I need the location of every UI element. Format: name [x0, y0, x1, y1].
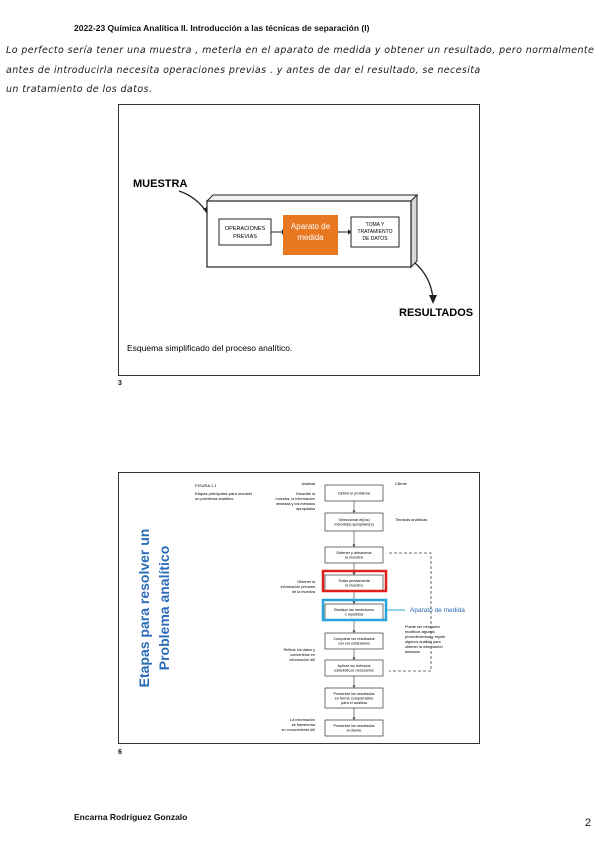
step-label: la muestra	[345, 556, 364, 560]
right-note: deseada	[405, 650, 420, 654]
right-note: modificar algunos	[405, 630, 435, 634]
tratamiento-label: TRATAMIENTO	[358, 229, 393, 235]
resultados-arrowhead	[429, 295, 437, 304]
step-label: Presentar los resultados	[334, 692, 375, 696]
left-note: Refinar los datos y	[284, 648, 316, 652]
step-arrowhead	[352, 685, 356, 688]
aparato-label-1: Aparato de	[291, 222, 331, 231]
operaciones-label: OPERACIONES	[225, 226, 266, 232]
left-note: Analista	[301, 482, 315, 486]
step-arrowhead	[352, 572, 356, 575]
handwritten-note-line-3: un tratamiento de los datos.	[6, 84, 153, 95]
muestra-arrow	[178, 190, 208, 214]
left-note: información primaria	[281, 585, 316, 589]
left-note: muestra, la información	[276, 497, 315, 501]
slide1-number: 3	[118, 380, 122, 387]
figure-label: FIGURA 1.1	[195, 483, 217, 488]
footer-author: Encarna Rodríguez Gonzalo	[74, 812, 188, 822]
frame-top	[205, 194, 419, 202]
step-label: al cliente	[347, 729, 362, 733]
toma-tratamiento-box	[350, 216, 400, 248]
feedback-loop	[389, 552, 432, 672]
step-label: la muestra	[345, 584, 364, 588]
step-arrowhead	[352, 657, 356, 660]
step-arrowhead	[352, 510, 356, 513]
step-arrowhead	[352, 601, 356, 604]
datos-label: DE DATOS	[362, 236, 388, 242]
slide2-number: 6	[118, 749, 122, 756]
left-note: de la muestra	[292, 590, 316, 594]
step-label: Definir el problema	[338, 491, 371, 495]
annotation-aparato-de-medida: Aparato de medida	[410, 607, 465, 614]
step-label: estadísticos necesarios	[334, 669, 374, 673]
process-diagram: MUESTRA OPERACIONES PREVIAS Aparato de m…	[127, 178, 473, 353]
slide1-caption: Esquema simplificado del proceso analíti…	[127, 343, 292, 353]
right-note: algunos análisis para	[405, 640, 442, 644]
right-note: procedimientos y repetir	[405, 635, 446, 639]
figure-caption-2: un problema analítico.	[195, 496, 234, 501]
blue-highlight-box	[321, 598, 388, 622]
previas-label: PREVIAS	[233, 234, 257, 240]
right-note: Puede ser necesario	[405, 625, 440, 629]
left-note: apropiados	[296, 507, 315, 511]
vertical-title-line-2: Problema analítico	[156, 546, 172, 670]
step-label: Presentar los resultados	[334, 724, 375, 728]
frame-side	[410, 193, 418, 269]
left-note: deseada y los métodos	[276, 502, 315, 506]
step-arrowhead	[352, 544, 356, 547]
page-header: 2022-23 Química Analítica II. Introducci…	[74, 23, 370, 33]
step-label: Obtener y almacenar	[336, 551, 372, 555]
aparato-label-2: medida	[297, 233, 324, 242]
step-label: o repetidas	[345, 613, 364, 617]
step-label: Aplicar los métodos	[337, 664, 370, 668]
aparato-de-medida-box	[283, 215, 338, 255]
operaciones-previas-box	[218, 218, 272, 246]
step-label: para el analista	[341, 701, 368, 705]
page-number: 2	[585, 817, 592, 829]
vertical-title-line-1: Etapas para resolver un	[136, 529, 152, 688]
red-highlight-box	[321, 569, 388, 593]
left-note: se transforma	[292, 723, 316, 727]
right-note: obtener la información	[405, 645, 443, 649]
step-label: Tratar previamente	[338, 579, 370, 583]
step-label: Seleccionar el(los)	[338, 518, 370, 522]
step-label: Realizar las mediciones	[334, 608, 374, 612]
resultados-label: RESULTADOS	[399, 307, 473, 319]
right-note: Cliente	[395, 482, 407, 486]
left-note: Describe la	[296, 492, 316, 496]
step-label: con los estándares	[338, 642, 370, 646]
left-note: en conocimiento útil	[281, 728, 315, 732]
step-label: método(s) apropiado(s)	[334, 523, 374, 527]
step-arrowhead	[352, 717, 356, 720]
slide-analytical-stages: Etapas para resolver un Problema analíti…	[118, 472, 480, 744]
stages-flowchart: Etapas para resolver un Problema analíti…	[136, 482, 465, 737]
slide-analytical-process: MUESTRA OPERACIONES PREVIAS Aparato de m…	[118, 104, 480, 376]
step-label: en forma comprensible	[335, 696, 374, 700]
right-note: Técnicas analíticas	[395, 518, 427, 522]
arrowhead-aparato	[348, 229, 351, 235]
resultados-arrow	[414, 262, 434, 300]
step-arrowhead	[352, 630, 356, 633]
step-box	[324, 719, 384, 737]
muestra-label: MUESTRA	[133, 178, 187, 190]
left-note: Obtener la	[297, 580, 316, 584]
toma-label: TOMA Y	[366, 222, 385, 228]
figure-caption-1: Etapas principales para resolver	[195, 491, 253, 496]
left-note: información útil	[289, 658, 315, 662]
left-note: convertirlos en	[290, 653, 315, 657]
left-note: La información	[290, 718, 315, 722]
step-label: Comparar los resultados	[333, 637, 374, 641]
handwritten-note-line-2: antes de introducirla necesita operacion…	[6, 65, 481, 76]
handwritten-note-line-1: Lo perfecto sería tener una muestra , me…	[6, 45, 595, 56]
